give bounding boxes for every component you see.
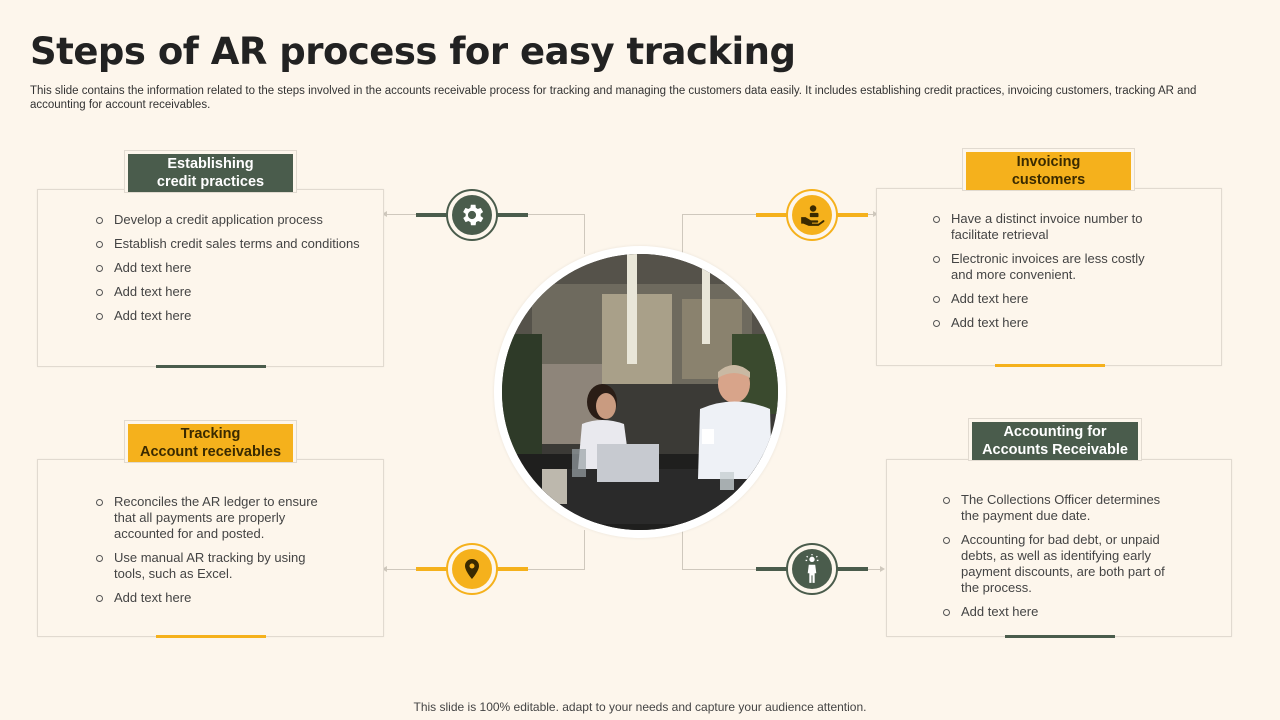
accent-segment xyxy=(416,567,448,571)
photo-frame xyxy=(494,246,786,538)
step-heading: Accounting for Accounts Receivable xyxy=(972,422,1138,460)
list-item: Electronic invoices are less costly and … xyxy=(931,251,1161,283)
step-list: Develop a credit application process Est… xyxy=(94,212,363,324)
card-accent-bar xyxy=(995,364,1105,367)
accent-segment xyxy=(836,213,868,217)
step-list: Have a distinct invoice number to facili… xyxy=(931,211,1161,331)
card-accent-bar xyxy=(1005,635,1115,638)
list-item: Add text here xyxy=(94,284,363,300)
card-accent-bar xyxy=(156,635,266,638)
step-card-establishing-credit: Develop a credit application process Est… xyxy=(37,189,384,368)
connector-arrow xyxy=(382,211,387,217)
gear-icon xyxy=(463,204,484,226)
person-idea-icon-badge xyxy=(786,543,838,595)
hand-money-icon-badge xyxy=(786,189,838,241)
step-list: The Collections Officer determines the p… xyxy=(941,492,1175,620)
list-item: Develop a credit application process xyxy=(94,212,363,228)
step-heading: Invoicing customers xyxy=(966,152,1131,190)
step-card-accounting: The Collections Officer determines the p… xyxy=(886,459,1232,638)
accent-segment xyxy=(756,213,788,217)
meeting-photo xyxy=(502,254,778,530)
step-heading: Establishing credit practices xyxy=(128,154,293,192)
step-card-invoicing: Have a distinct invoice number to facili… xyxy=(876,188,1222,367)
accent-segment xyxy=(756,567,788,571)
step-list: Reconciles the AR ledger to ensure that … xyxy=(94,494,327,606)
connector-arrow xyxy=(880,566,885,572)
list-item: Add text here xyxy=(94,260,363,276)
page-subtitle: This slide contains the information rela… xyxy=(30,85,1197,111)
accent-segment xyxy=(496,213,528,217)
list-item: Add text here xyxy=(94,308,363,324)
list-item: Add text here xyxy=(931,291,1161,307)
list-item: The Collections Officer determines the p… xyxy=(941,492,1175,524)
connector-top-right-v xyxy=(682,214,683,254)
list-item: Establish credit sales terms and conditi… xyxy=(94,236,363,252)
meeting-scene-illustration xyxy=(502,254,778,530)
connector-top-left-v xyxy=(584,214,585,254)
step-card-tracking: Reconciles the AR ledger to ensure that … xyxy=(37,459,384,638)
footer-note: This slide is 100% editable. adapt to yo… xyxy=(413,700,867,714)
list-item: Have a distinct invoice number to facili… xyxy=(931,211,1161,243)
hand-money-icon xyxy=(801,205,825,226)
gear-icon-badge xyxy=(446,189,498,241)
connector-arrow xyxy=(873,211,878,217)
accent-segment xyxy=(416,213,448,217)
list-item: Reconciles the AR ledger to ensure that … xyxy=(94,494,327,542)
step-heading-wrap: Invoicing customers xyxy=(962,148,1135,191)
accent-segment xyxy=(836,567,868,571)
page-title: Steps of AR process for easy tracking xyxy=(30,30,796,73)
connector-bottom-right-v xyxy=(682,530,683,570)
person-idea-icon xyxy=(805,554,819,583)
list-item: Add text here xyxy=(94,590,327,606)
list-item: Accounting for bad debt, or unpaid debts… xyxy=(941,532,1175,596)
location-pin-icon-badge xyxy=(446,543,498,595)
step-heading: Tracking Account receivables xyxy=(128,424,293,462)
location-pin-icon xyxy=(465,559,479,579)
step-heading-wrap: Tracking Account receivables xyxy=(124,420,297,463)
list-item: Use manual AR tracking by using tools, s… xyxy=(94,550,327,582)
list-item: Add text here xyxy=(931,315,1161,331)
list-item: Add text here xyxy=(941,604,1175,620)
accent-segment xyxy=(496,567,528,571)
card-accent-bar xyxy=(156,365,266,368)
connector-bottom-left-v xyxy=(584,530,585,570)
step-heading-wrap: Establishing credit practices xyxy=(124,150,297,193)
connector-arrow xyxy=(382,566,387,572)
step-heading-wrap: Accounting for Accounts Receivable xyxy=(968,418,1142,461)
